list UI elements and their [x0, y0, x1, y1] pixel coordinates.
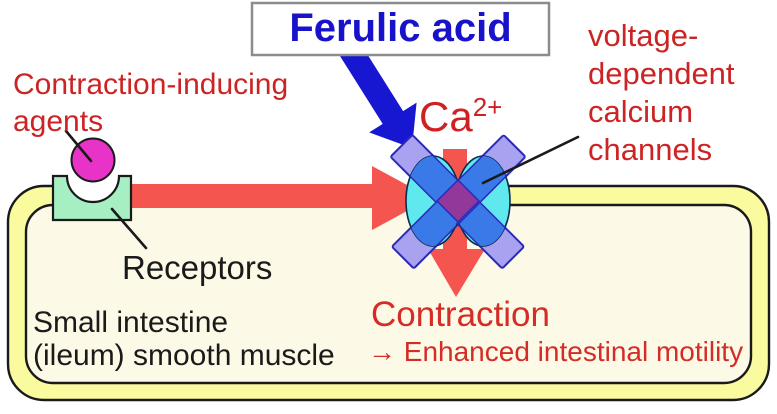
calcium-ion-charge: 2+	[472, 92, 503, 122]
ferulic-acid-label: Ferulic acid	[289, 6, 512, 50]
channel-pore	[435, 178, 481, 224]
ferulic-acid-arrow	[335, 36, 417, 148]
calcium-ion-base: Ca	[419, 93, 473, 140]
receptors-pointer-line	[110, 207, 148, 250]
calcium-ion-label: Ca2+	[419, 92, 503, 145]
ferulic-acid-box	[250, 1, 551, 57]
agents-pointer-line	[64, 129, 93, 163]
channels-pointer-line	[481, 135, 580, 185]
tissue-label: Small intestine (ileum) smooth muscle	[33, 306, 335, 372]
contraction-label: Contraction	[371, 295, 550, 334]
receptors-label: Receptors	[122, 249, 273, 286]
contraction-inducing-agents-label: Contraction-inducing agents	[13, 68, 289, 138]
receptor-signal-arrow	[100, 166, 431, 230]
enhanced-motility-label: → Enhanced intestinal motility	[368, 336, 744, 367]
voltage-dependent-calcium-channels-label: voltage- dependent calcium channels	[588, 18, 735, 167]
